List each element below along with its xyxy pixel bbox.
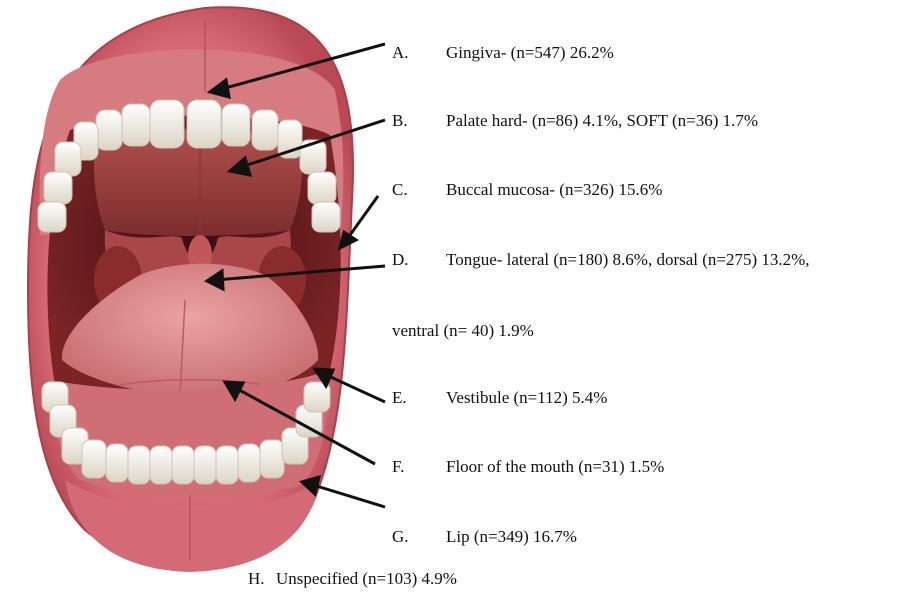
label-d-letter: D. <box>392 250 409 270</box>
label-d-text: Tongue- lateral (n=180) 8.6%, dorsal (n=… <box>446 250 810 270</box>
label-c-text: Buccal mucosa- (n=326) 15.6% <box>446 180 662 200</box>
label-g-text: Lip (n=349) 16.7% <box>446 527 577 547</box>
label-g-letter: G. <box>392 527 409 547</box>
label-f-letter: F. <box>392 457 404 477</box>
label-b-text: Palate hard- (n=86) 4.1%, SOFT (n=36) 1.… <box>446 111 758 131</box>
label-b-letter: B. <box>392 111 408 131</box>
label-c-letter: C. <box>392 180 408 200</box>
arrow-g <box>310 484 385 507</box>
label-h-text: Unspecified (n=103) 4.9% <box>276 569 457 589</box>
arrow-c-head <box>340 232 356 248</box>
label-e-letter: E. <box>392 388 407 408</box>
label-d-continued-text: ventral (n= 40) 1.9% <box>392 321 534 341</box>
label-a-text: Gingiva- (n=547) 26.2% <box>446 43 614 63</box>
label-f-text: Floor of the mouth (n=31) 1.5% <box>446 457 664 477</box>
label-a-letter: A. <box>392 43 409 63</box>
label-h-letter: H. <box>248 569 265 589</box>
label-e-text: Vestibule (n=112) 5.4% <box>446 388 607 408</box>
